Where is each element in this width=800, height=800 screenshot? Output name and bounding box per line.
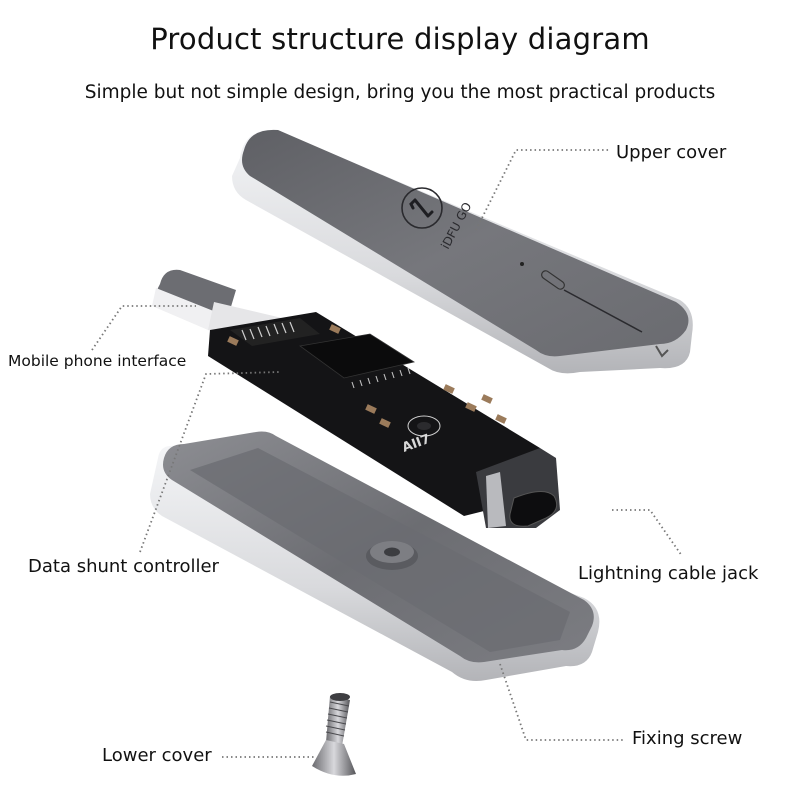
page-title: Product structure display diagram xyxy=(150,22,650,56)
screw-part xyxy=(312,693,356,776)
upper-cover-notch xyxy=(655,345,669,358)
callout-data-shunt-controller: Data shunt controller xyxy=(28,556,219,577)
callout-upper-cover: Upper cover xyxy=(616,142,727,163)
pcb-board xyxy=(208,312,540,516)
pcb-screw-ring xyxy=(407,415,441,437)
screw-hole xyxy=(384,547,400,557)
upper-cover-top xyxy=(242,129,689,357)
screw-threads xyxy=(325,701,350,737)
lightning-jack-port xyxy=(509,491,558,527)
leader-lines xyxy=(91,149,683,758)
lightning-jack-shell xyxy=(486,472,506,528)
callout-fixing-screw: Fixing screw xyxy=(632,728,743,749)
led-dot xyxy=(520,262,524,266)
leader-lightning-cable-jack xyxy=(612,509,683,557)
jack-line xyxy=(563,289,643,333)
smd-components xyxy=(227,324,507,428)
leader-upper-cover xyxy=(475,149,610,231)
ic-chip-pins xyxy=(351,367,411,389)
pcb-screw-hole xyxy=(417,422,431,430)
screw-head xyxy=(312,740,356,776)
callout-lightning-cable-jack: Lightning cable jack xyxy=(578,563,759,584)
lower-cover-part xyxy=(150,431,600,681)
leader-data-shunt-controller xyxy=(139,371,281,553)
ic-chip xyxy=(298,333,416,379)
lightning-plug-side xyxy=(152,288,226,336)
music-note-icon xyxy=(401,187,443,229)
page-subtitle: Simple but not simple design, bring you … xyxy=(84,82,716,103)
pcb-pin-lines xyxy=(241,321,295,341)
upper-cover-part: iDFU GO xyxy=(232,129,693,374)
callout-lower-cover: Lower cover xyxy=(102,745,212,766)
music-note-glyph xyxy=(409,198,434,218)
headphone-jack-icon xyxy=(541,270,565,290)
screw-tip xyxy=(330,693,350,701)
callout-mobile-phone-interface: Mobile phone interface xyxy=(8,352,187,370)
circuit-board-part: AII7 xyxy=(152,269,560,528)
pcb-pins xyxy=(230,318,320,346)
leader-fixing-screw xyxy=(499,663,624,741)
